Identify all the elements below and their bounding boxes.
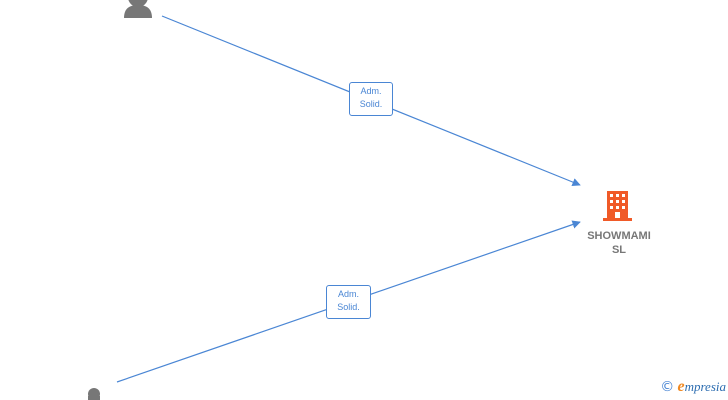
brand-logo-initial: e [677, 378, 685, 395]
person-icon[interactable] [88, 388, 100, 400]
company-name[interactable]: SHOWMAMI SL [587, 230, 651, 256]
brand-logo-text: mpresia [684, 379, 726, 394]
relation-label[interactable]: Adm. Solid. [349, 82, 393, 116]
empresia-watermark: © empresia [660, 378, 726, 396]
copyright-icon: © [660, 379, 675, 395]
relation-label[interactable]: Adm. Solid. [326, 285, 371, 319]
building-icon[interactable] [603, 191, 632, 221]
person-icon[interactable] [124, 0, 152, 18]
